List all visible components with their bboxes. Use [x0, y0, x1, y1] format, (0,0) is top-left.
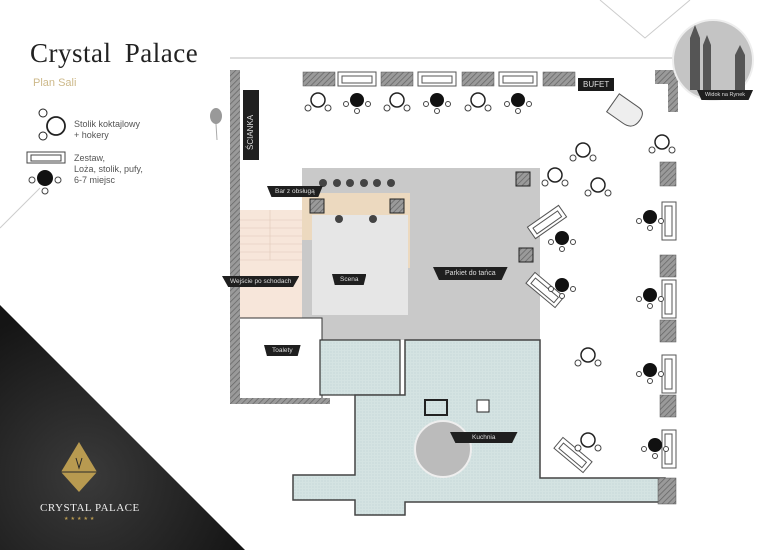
decor-line	[0, 187, 41, 229]
logo-diamond-icon	[61, 442, 97, 492]
stairs-label: Wejście po schodach	[222, 276, 300, 287]
logo-stars: ★★★★★	[64, 516, 97, 522]
lounge-sofa	[337, 71, 377, 87]
stage-area	[312, 215, 408, 315]
toilets-label: Toalety	[264, 345, 301, 356]
cocktail-table	[574, 432, 602, 452]
cocktail-table	[569, 142, 597, 162]
kitchen-photo	[414, 420, 472, 478]
legend-line: Stolik koktajlowy	[74, 119, 141, 129]
kitchen-area	[292, 339, 666, 516]
cocktail-table	[574, 347, 602, 367]
dance-floor-label: Parkiet do tańca	[433, 267, 508, 280]
cocktail-table	[584, 177, 612, 197]
lounge-sofa	[525, 271, 565, 309]
stage-label: Scena	[332, 274, 367, 285]
decor-line	[599, 0, 691, 39]
legend-line: + hokery	[74, 130, 109, 140]
bar-label: Bar z obsługą	[267, 186, 323, 197]
balloon-icon	[210, 108, 222, 141]
lounge-sofa	[498, 71, 538, 87]
lounge-set-icon	[26, 151, 66, 195]
cocktail-table	[541, 167, 569, 187]
buffet-label: BUFET	[578, 78, 615, 91]
legend-line: Zestaw,	[74, 153, 106, 163]
legend-lounge-text: Zestaw, Loża, stolik, pufy, 6-7 miejsc	[74, 153, 143, 186]
lounge-table	[636, 210, 664, 231]
kitchen-label: Kuchnia	[450, 432, 518, 443]
lounge-table	[504, 93, 532, 114]
legend-line: Loża, stolik, pufy,	[74, 164, 143, 174]
market-view-label: Widok na Rynek	[697, 90, 754, 100]
logo-name: CRYSTAL PALACE	[40, 502, 140, 514]
lounge-table	[548, 231, 576, 252]
lounge-table	[636, 363, 664, 384]
photo-wall-text: ŚCIANKA	[246, 114, 255, 150]
piano-icon	[605, 93, 643, 127]
cocktail-table	[464, 92, 492, 112]
lounge-table	[423, 93, 451, 114]
cocktail-table-icon	[38, 108, 66, 141]
lounge-table	[641, 438, 669, 459]
wall	[230, 70, 240, 400]
lounge-table	[636, 288, 664, 309]
lounge-sofa	[661, 201, 677, 241]
lounge-sofa	[553, 436, 593, 474]
lounge-sofa	[661, 279, 677, 319]
stairs-area	[240, 210, 302, 320]
cocktail-table	[383, 92, 411, 112]
legend-cocktail-text: Stolik koktajlowy + hokery	[74, 119, 140, 141]
dark-corner	[0, 305, 245, 550]
lounge-table	[343, 93, 371, 114]
legend-line: 6-7 miejsc	[74, 175, 116, 185]
photo-wall-label: ŚCIANKA	[243, 90, 259, 160]
lounge-sofa	[661, 354, 677, 394]
page-subtitle: Plan Sali	[33, 77, 77, 89]
cocktail-table	[304, 92, 332, 112]
lounge-table	[548, 278, 576, 299]
lounge-sofa	[526, 204, 568, 240]
lounge-sofa	[417, 71, 457, 87]
bar-area	[302, 193, 410, 268]
page-title: Crystal Palace	[30, 38, 199, 68]
cocktail-table	[648, 134, 676, 154]
